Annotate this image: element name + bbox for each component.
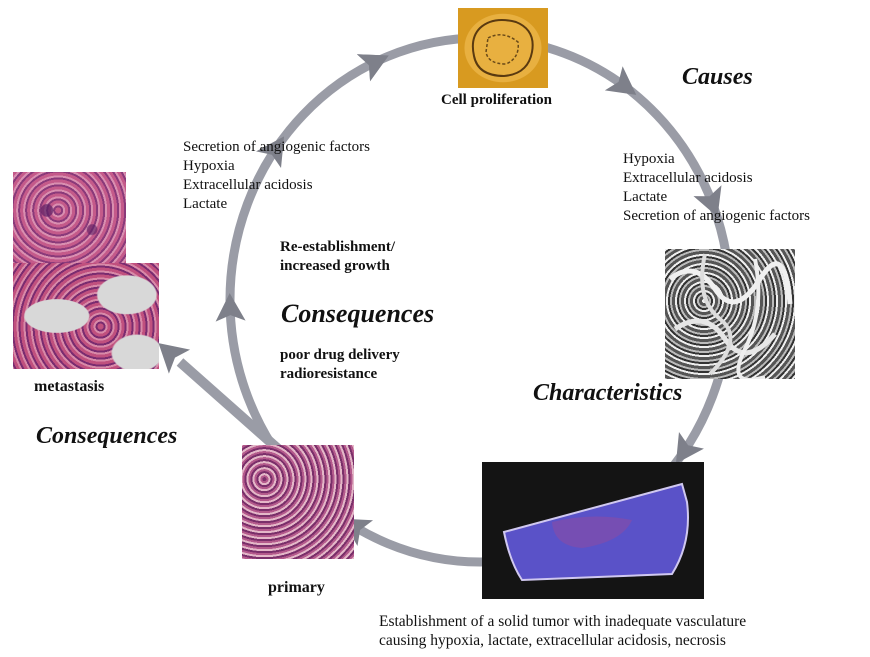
- metastasis-image-top: [13, 172, 126, 268]
- inner-factor-item: Extracellular acidosis: [183, 176, 370, 195]
- primary-label: primary: [268, 578, 325, 597]
- causes-item: Hypoxia: [623, 150, 810, 169]
- inner-effect-item: poor drug delivery: [280, 346, 400, 365]
- cell-proliferation-caption: Cell proliferation: [441, 91, 552, 110]
- characteristics-heading: Characteristics: [533, 380, 682, 407]
- tumor-caption-line1: Establishment of a solid tumor with inad…: [379, 612, 746, 631]
- consequences-outer-heading: Consequences: [36, 423, 177, 450]
- vasculature-sem-image: [665, 249, 795, 379]
- cycle-arrowhead-icon: [357, 42, 395, 81]
- reestablishment-line1: Re-establishment/: [280, 238, 395, 257]
- inner-effects-list: poor drug delivery radioresistance: [280, 346, 400, 384]
- inner-factors-list: Secretion of angiogenic factors Hypoxia …: [183, 138, 370, 214]
- inner-factor-item: Lactate: [183, 195, 370, 214]
- metastasis-label: metastasis: [34, 377, 104, 396]
- tumor-section-image: [482, 462, 704, 599]
- reestablishment-line2: increased growth: [280, 257, 395, 276]
- causes-item: Lactate: [623, 188, 810, 207]
- reestablishment-text: Re-establishment/ increased growth: [280, 238, 395, 276]
- tumor-caption-line2: causing hypoxia, lactate, extracellular …: [379, 631, 746, 650]
- causes-list: Hypoxia Extracellular acidosis Lactate S…: [623, 150, 810, 226]
- cell-outline-icon: [458, 8, 548, 88]
- causes-item: Secretion of angiogenic factors: [623, 207, 810, 226]
- causes-item: Extracellular acidosis: [623, 169, 810, 188]
- tumor-caption: Establishment of a solid tumor with inad…: [379, 612, 746, 650]
- inner-factor-item: Hypoxia: [183, 157, 370, 176]
- metastasis-image-bottom: [13, 263, 159, 369]
- consequences-inner-heading: Consequences: [281, 299, 434, 329]
- cell-proliferation-image: [458, 8, 548, 88]
- vessel-network-icon: [665, 249, 795, 379]
- tumor-slice-icon: [482, 462, 704, 599]
- primary-tumor-image: [242, 445, 354, 559]
- causes-heading: Causes: [682, 64, 753, 91]
- inner-effect-item: radioresistance: [280, 365, 400, 384]
- inner-factor-item: Secretion of angiogenic factors: [183, 138, 370, 157]
